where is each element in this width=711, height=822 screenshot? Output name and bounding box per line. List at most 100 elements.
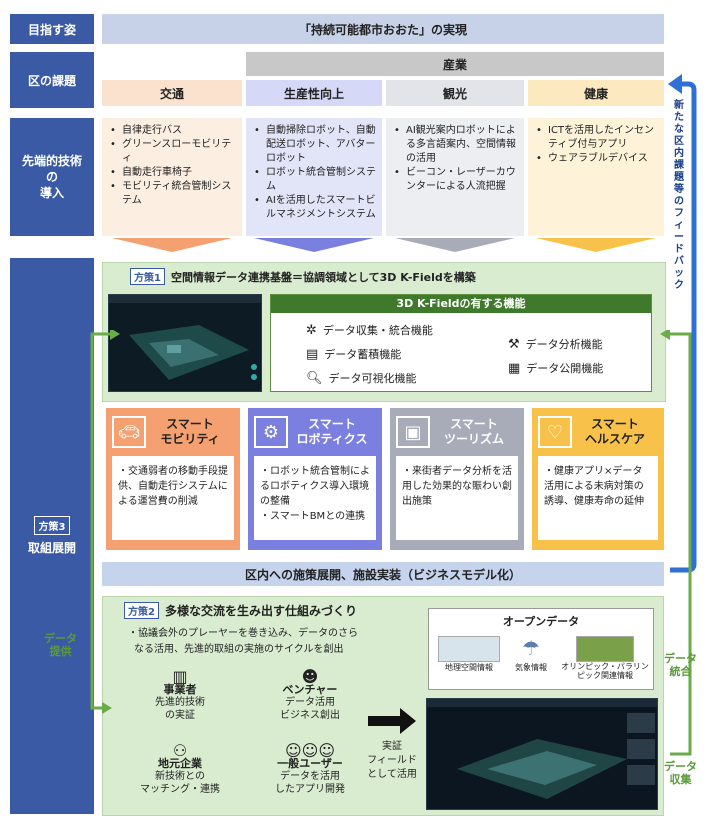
smart-title-line1: スマート [308, 417, 356, 431]
smart-title-line2: モビリティ [160, 432, 220, 446]
actor-venture: ☻ ベンチャー データ活用 ビジネス創出 [260, 667, 360, 722]
row-label-deploy: 方策3 取組展開 [10, 258, 94, 814]
actor-name: ベンチャー [282, 683, 338, 696]
measure1-header: 方策1 空間情報データ連携基盤＝協調領域として3D K-Fieldを構築 [130, 268, 476, 285]
chevron-down-icon [254, 238, 374, 252]
side-label-line: データ [664, 760, 697, 773]
desc-line: なる活用、先進的取組の実施のサイクルを創出 [134, 644, 344, 655]
tech-label-line1: 先端的技術 [21, 154, 82, 168]
tech-item: モビリティ統合管制システム [110, 180, 236, 208]
feedback-label: 新たな区内課題等のフィードバック [674, 100, 684, 291]
func-collect: ✲ データ収集・統合機能 [306, 322, 433, 338]
tech-item: 自動走行車椅子 [110, 166, 236, 180]
measure2-desc: ・協議会外のプレーヤーを巻き込み、データのさら なる活用、先進的取組の実施のサイ… [128, 626, 428, 658]
actor-desc: 新技術との [155, 771, 205, 782]
open-data-label: オリンピック・パラリンピック関連情報 [561, 662, 649, 680]
smart-title-line2: ヘルスケア [584, 432, 645, 446]
laptop-user-icon: ☻ [301, 667, 319, 686]
actor-desc: データ活用 [285, 697, 335, 708]
issues-white-strip [102, 52, 242, 76]
side-label-line: 統合 [669, 665, 692, 678]
functions-box: 3D K-Fieldの有する機能 [270, 294, 652, 392]
smart-robotics: ⚙ スマートロボティクス ・ロボット統合管制によるロボティクス導入環境の整備 ・… [248, 408, 382, 550]
deploy-label: 取組展開 [27, 541, 76, 555]
row-label-tech: 先端的技術 の 導入 [10, 118, 94, 236]
open-data-label: 気象情報 [515, 663, 547, 672]
tech-item: AIを活用したスマートビルマネジメントシステム [254, 194, 376, 222]
category-health: 健康 [528, 80, 664, 106]
actor-name: 地元企業 [158, 757, 202, 770]
stethoscope-icon: ♡ [538, 416, 572, 448]
actor-local-company: ⚇ 地元企業 新技術との マッチング・連携 [130, 741, 230, 796]
actor-desc: の実証 [165, 710, 195, 721]
tech-health: ICTを活用したインセンティブ付与アプリ ウェアラブルデバイス [528, 118, 664, 236]
actor-business: ▥ 事業者 先進的技術 の実証 [130, 667, 230, 722]
field-line: として活用 [367, 769, 417, 780]
func-label: データ分析機能 [525, 338, 603, 351]
building-icon: ▥ [172, 667, 188, 686]
smart-mobility: 🚗︎ スマートモビリティ ・交通弱者の移動手段提供、自動走行システムによる運営費… [106, 408, 240, 550]
actor-desc: したアプリ開発 [275, 784, 345, 795]
category-productivity: 生産性向上 [246, 80, 382, 106]
map-icon [438, 636, 500, 662]
actor-name: 事業者 [163, 683, 197, 696]
smart-healthcare: ♡ スマートヘルスケア ・健康アプリ×データ活用による未病対策の誘導、健康寿命の… [532, 408, 664, 550]
database-icon: ▤ [306, 346, 319, 362]
tech-item: ビーコン・レーザーカウンターによる人流把握 [394, 166, 518, 194]
field-label: 実証 フィールド として活用 [362, 740, 422, 782]
side-label-line: データ [44, 632, 77, 645]
data-provide-label: データ 提供 [44, 632, 77, 658]
measure2-title: 多様な交流を生み出す仕組みづくり [164, 604, 357, 618]
magnifier-icon: 🔍︎ [306, 370, 323, 386]
func-label: データ収集・統合機能 [322, 324, 433, 337]
measure2-badge: 方策2 [124, 602, 159, 619]
tools-icon: ⚒ [508, 336, 520, 352]
measure2-header: 方策2 多様な交流を生み出す仕組みづくり [124, 602, 357, 619]
actor-desc: 先進的技術 [155, 697, 205, 708]
func-visualize: 🔍︎ データ可視化機能 [306, 370, 417, 386]
func-store: ▤ データ蓄積機能 [306, 346, 401, 362]
collect-icon: ✲ [306, 322, 317, 338]
handshake-icon: ⚇ [172, 741, 188, 760]
tech-item: 自律走行バス [110, 124, 236, 138]
goal-banner: 「持続可能都市おおた」の実現 [102, 14, 664, 44]
kfield-dashboard-image [426, 698, 658, 810]
open-data-title: オープンデータ [502, 615, 580, 628]
func-publish: ▦ データ公開機能 [508, 360, 603, 376]
actor-general-user: ☺☺☺ 一般ユーザー データを活用 したアプリ開発 [260, 741, 360, 796]
data-integrate-arrow [660, 330, 692, 756]
smart-title-line1: スマート [450, 417, 498, 431]
func-label: データ蓄積機能 [324, 348, 402, 361]
smart-title-line2: ツーリズム [443, 432, 504, 446]
open-data-geo: 地理空間情報 [438, 636, 500, 673]
tech-tourism: AI観光案内ロボットによる多言語案内、空間情報の活用 ビーコン・レーザーカウンタ… [386, 118, 524, 236]
data-integrate-label: データ 統合 [664, 652, 697, 678]
smart-body: ・ロボット統合管制によるロボティクス導入環境の整備 ・スマートBMとの連携 [254, 456, 376, 540]
tech-item: グリーンスローモビリティ [110, 138, 236, 166]
tech-item: ウェアラブルデバイス [536, 152, 658, 166]
tech-item: ICTを活用したインセンティブ付与アプリ [536, 124, 658, 152]
data-collect-label: データ 収集 [664, 760, 697, 786]
kfield-3d-map-image [108, 294, 262, 392]
category-traffic: 交通 [102, 80, 242, 106]
functions-title: 3D K-Fieldの有する機能 [271, 295, 651, 313]
people-icon: ☺☺☺ [284, 741, 336, 760]
chevron-down-icon [395, 238, 515, 252]
tech-productivity: 自動掃除ロボット、自動配送ロボット、アバターロボット ロボット統合管制システム … [246, 118, 382, 236]
smart-body: ・来街者データ分析を活用した効果的な賑わい創出施策 [396, 456, 518, 540]
open-data-weather: ☂ 気象情報 [506, 636, 556, 673]
smart-body: ・交通弱者の移動手段提供、自動走行システムによる運営費の削減 [112, 456, 234, 540]
actor-desc: データを活用 [280, 771, 340, 782]
open-data-label: 地理空間情報 [445, 663, 493, 672]
actor-desc: ビジネス創出 [280, 710, 340, 721]
data-provide-arrow [90, 330, 120, 714]
category-tourism: 観光 [386, 80, 524, 106]
smart-title-line1: スマート [166, 417, 214, 431]
measure3-badge: 方策3 [33, 516, 71, 535]
measure1-title: 空間情報データ連携基盤＝協調領域として3D K-Fieldを構築 [170, 270, 476, 284]
tech-item: 自動掃除ロボット、自動配送ロボット、アバターロボット [254, 124, 376, 166]
smart-tourism: ▣ スマートツーリズム ・来街者データ分析を活用した効果的な賑わい創出施策 [390, 408, 524, 550]
cloud-rain-icon: ☂ [522, 636, 540, 660]
side-label-line: データ [664, 652, 697, 665]
smart-title-line1: スマート [591, 417, 639, 431]
